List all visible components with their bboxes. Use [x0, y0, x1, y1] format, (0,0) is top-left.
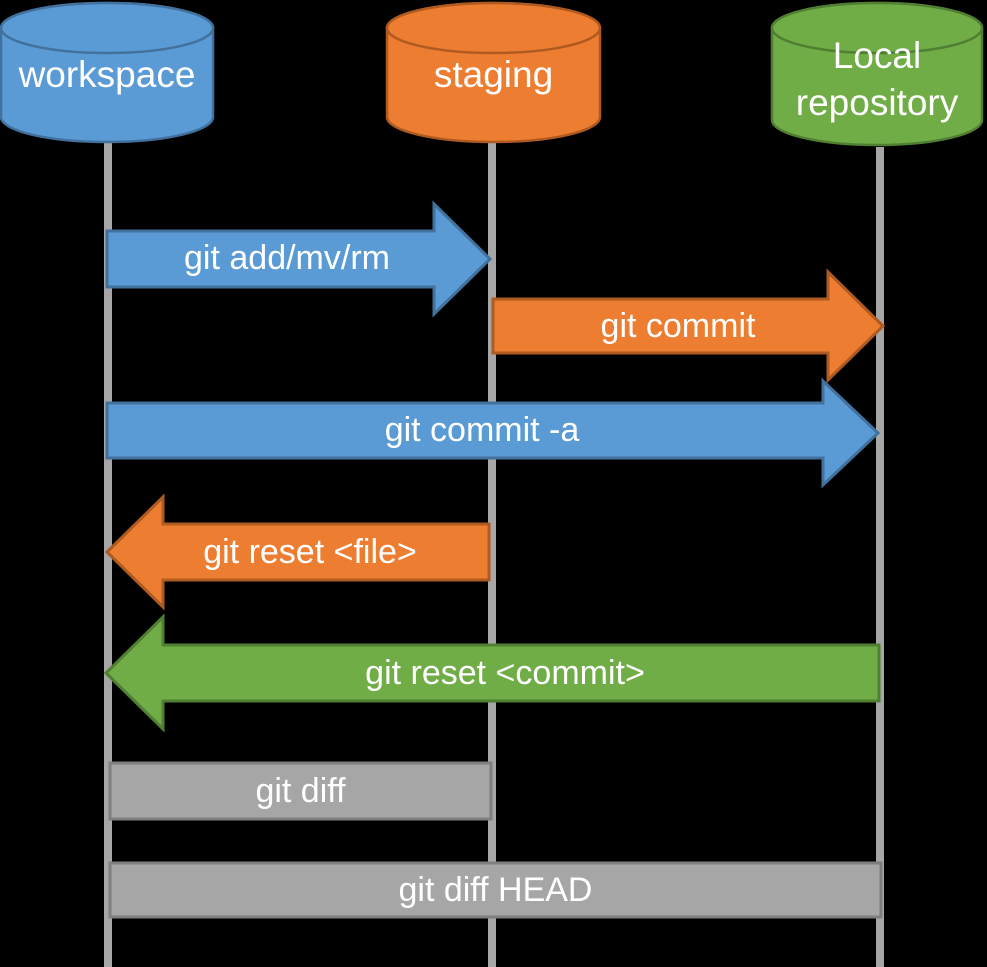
staging-cylinder: [385, 1, 602, 144]
workspace-cylinder-top: [0, 1, 215, 55]
arrow-git-commit: [491, 268, 886, 384]
local-repository-cylinder-top: [770, 1, 984, 55]
bar-git-diff-head: [108, 861, 883, 919]
local-repository-cylinder: [770, 1, 984, 147]
local-repository-lifeline: [876, 147, 884, 967]
arrow-git-reset-commit: [103, 613, 881, 733]
workspace-cylinder: [0, 1, 215, 144]
staging-lifeline: [488, 143, 496, 967]
arrow-git-reset-file: [104, 493, 491, 611]
staging-cylinder-top: [385, 1, 602, 55]
bar-git-diff: [108, 761, 493, 821]
arrow-git-add-mv-rm: [105, 200, 493, 318]
arrow-git-commit-a: [105, 377, 881, 489]
